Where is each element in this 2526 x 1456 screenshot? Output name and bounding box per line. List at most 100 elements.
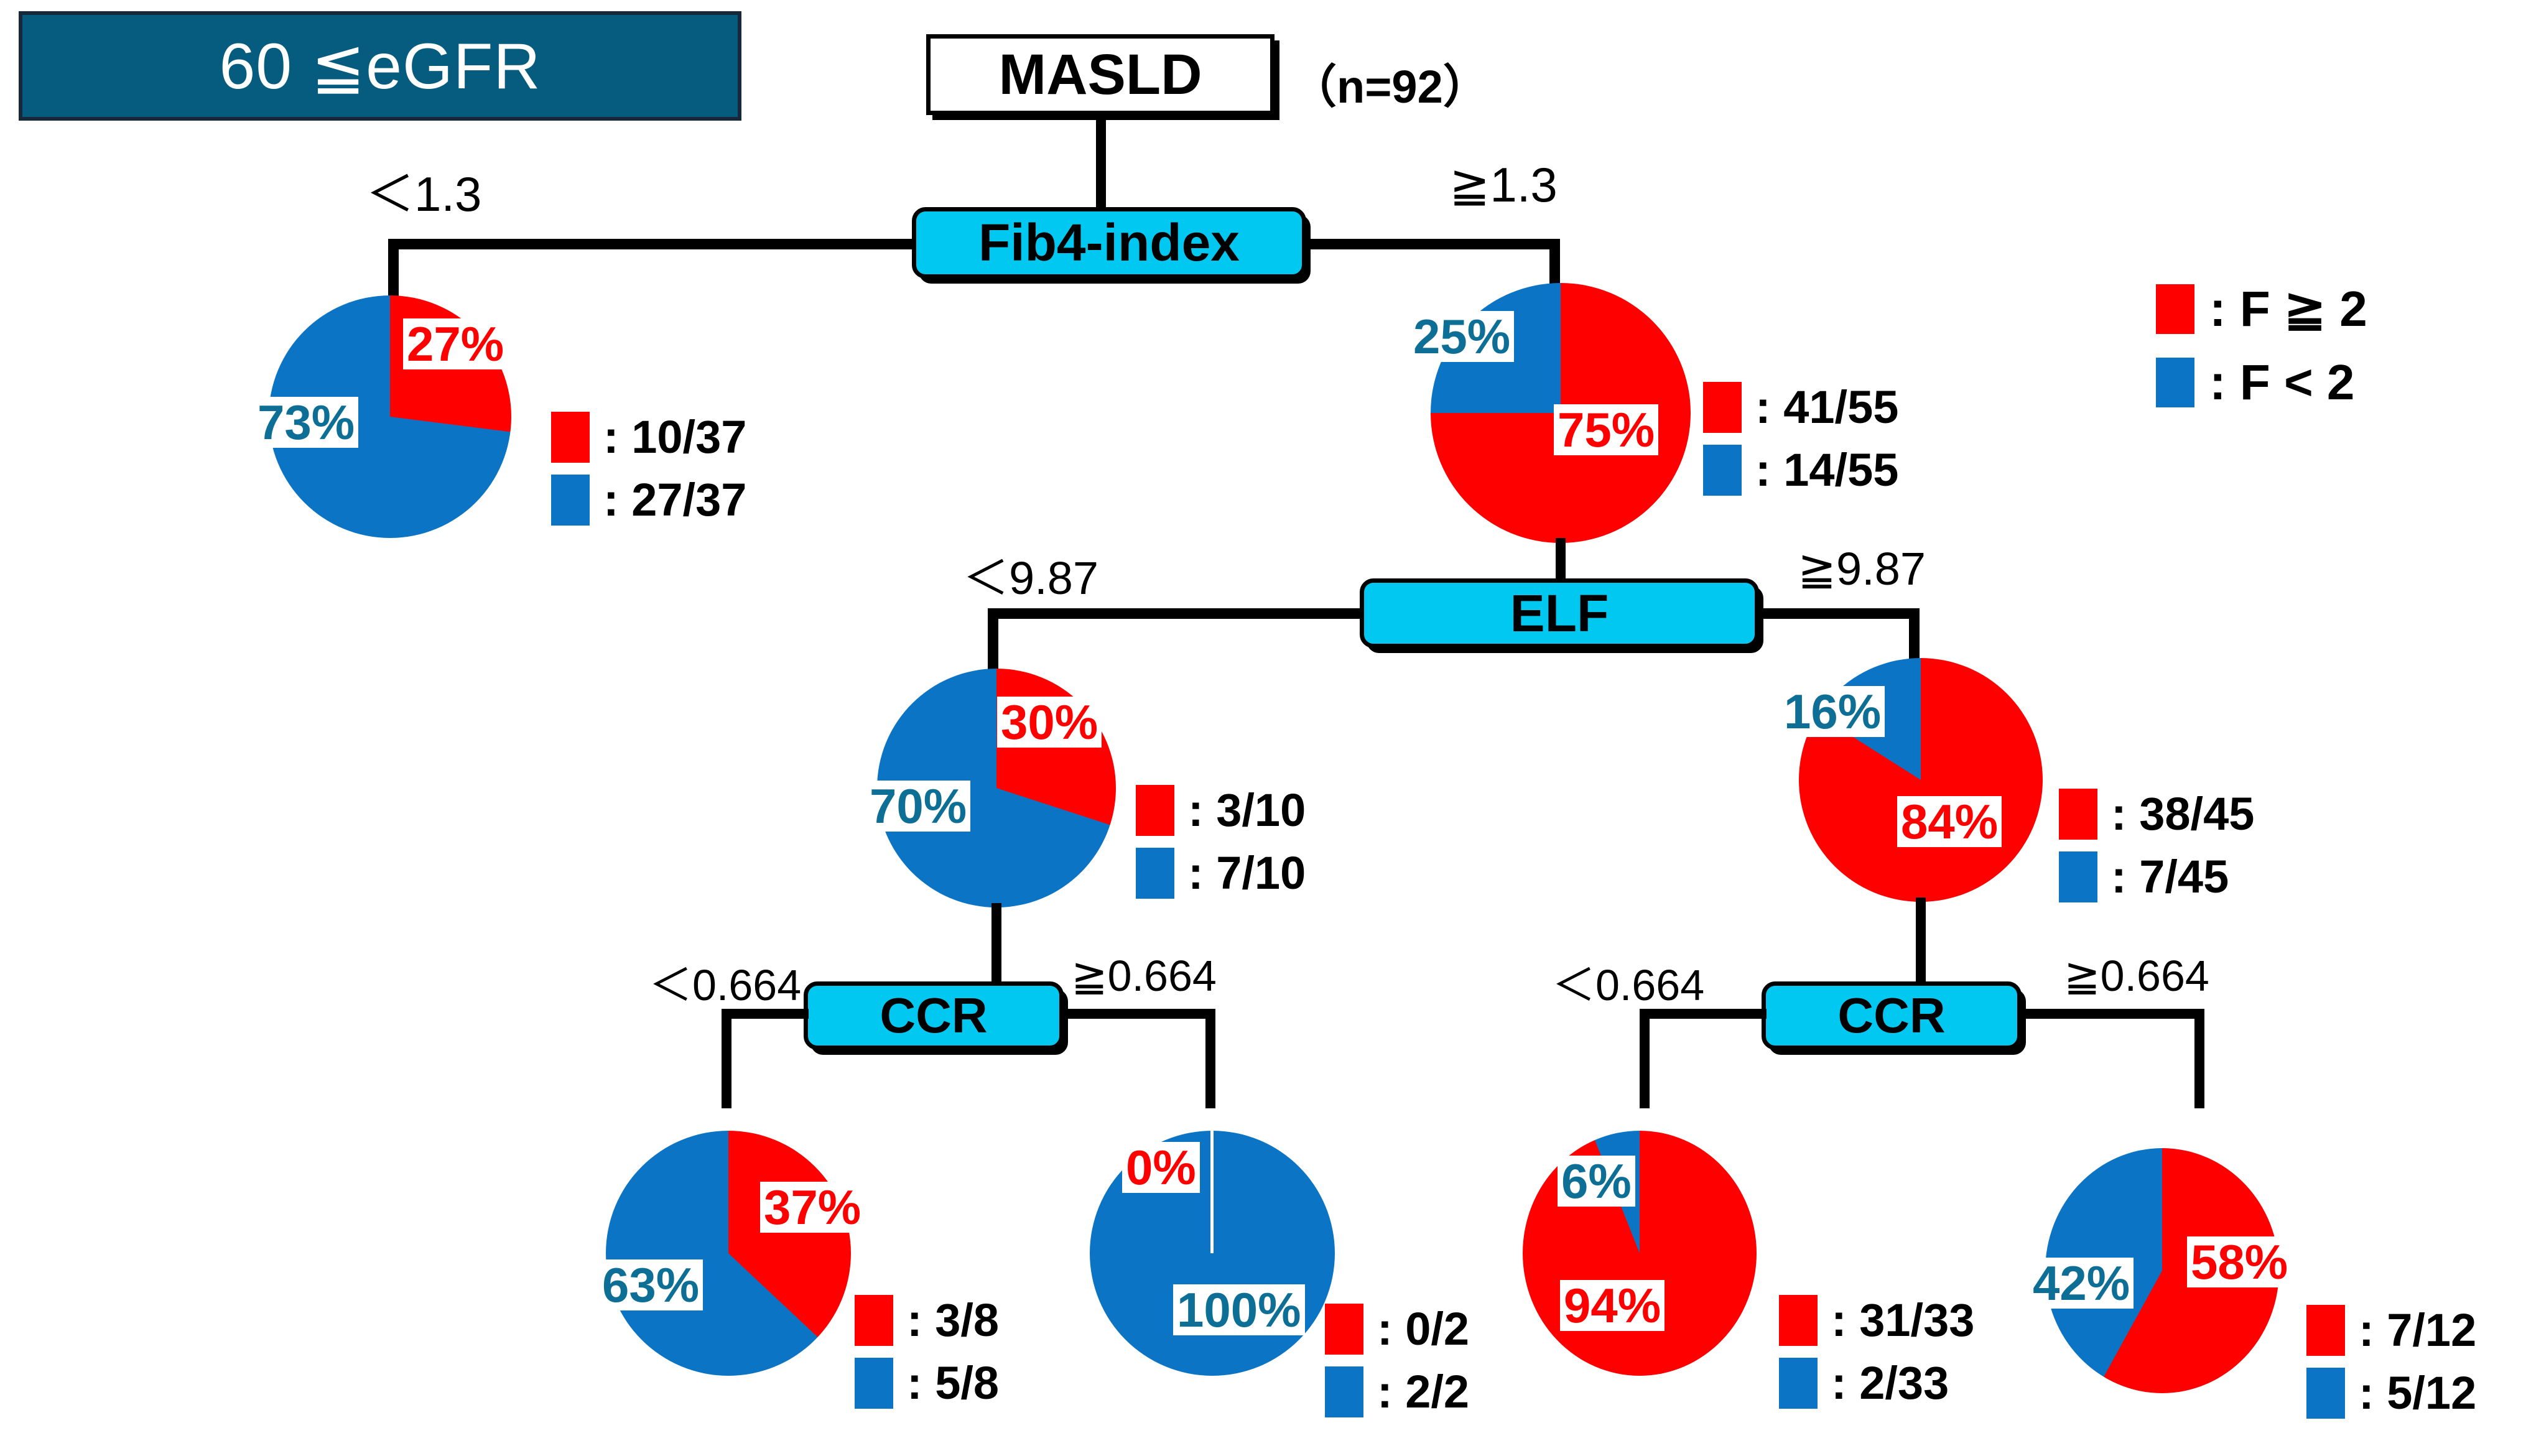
- legend-row: : 14/55: [1703, 443, 1898, 496]
- swatch-blue-icon: [2156, 358, 2194, 407]
- legend-count-red: : 41/55: [1755, 381, 1899, 433]
- legend-row: : 3/8: [855, 1294, 999, 1347]
- edge-elf-drop-left: [988, 608, 998, 670]
- pie-elf-ge987-pct-red: 84%: [1897, 796, 2002, 847]
- pie-fib4-lt13-pct-blue: 73%: [254, 397, 359, 448]
- legend-count-red: : 7/12: [2359, 1304, 2477, 1356]
- node-ccr-right[interactable]: CCR: [1762, 981, 2022, 1050]
- swatch-red-icon: [855, 1294, 893, 1346]
- pie-elf-lt987-legend: : 3/10 : 7/10: [1136, 784, 1306, 909]
- swatch-red-icon: [1703, 381, 1742, 433]
- edge-ccrright-horizontal-left: [1640, 1009, 1767, 1019]
- main-legend-label-f-ge2: : F ≧ 2: [2209, 281, 2367, 336]
- node-masld-label: MASLD: [998, 42, 1202, 106]
- legend-row: : 3/10: [1136, 784, 1306, 837]
- legend-row: : 2/33: [1779, 1356, 1974, 1409]
- pie-ccrleft-ge0664-pct-red: 0%: [1122, 1142, 1200, 1193]
- legend-count-red: : 10/37: [603, 411, 747, 463]
- pie-fib4-lt13-legend: : 10/37 : 27/37: [551, 410, 746, 536]
- pie-ccrleft-lt0664-pct-blue: 63%: [598, 1259, 703, 1310]
- pie-ccrright-ge0664-pct-red: 58%: [2187, 1236, 2292, 1287]
- legend-count-blue: : 7/45: [2111, 851, 2229, 902]
- legend-count-blue: : 27/37: [603, 474, 747, 526]
- edge-ccrleft-drop-left: [722, 1009, 731, 1108]
- legend-row: : 27/37: [551, 473, 746, 526]
- edge-ccrleft-horizontal-left: [722, 1009, 809, 1019]
- edge-fib4-drop-left: [388, 239, 399, 300]
- node-elf-label: ELF: [1510, 583, 1609, 642]
- root-n-label: （n=92）: [1291, 61, 1489, 113]
- edge-fib4-horizontal-right: [1302, 239, 1560, 249]
- edge-ccrright-horizontal-right: [2019, 1009, 2204, 1019]
- legend-row: : 2/2: [1325, 1365, 1469, 1418]
- legend-row: : 38/45: [2059, 787, 2254, 840]
- edge-elf-horizontal-left: [988, 608, 1363, 619]
- pie-ccrright-ge0664-pct-blue: 42%: [2029, 1258, 2134, 1309]
- main-legend-row-f-ge2: : F ≧ 2: [2156, 280, 2367, 338]
- cond-ccrleft-right: ≧0.664: [1071, 952, 1217, 1000]
- legend-count-red: : 3/8: [907, 1294, 1000, 1346]
- legend-count-red: : 0/2: [1377, 1303, 1470, 1355]
- legend-count-red: : 38/45: [2111, 788, 2255, 840]
- legend-count-blue: : 2/33: [1831, 1357, 1949, 1409]
- edge-ccrleft-horizontal-right: [1061, 1009, 1215, 1019]
- swatch-blue-icon: [2306, 1367, 2345, 1419]
- swatch-blue-icon: [855, 1357, 893, 1409]
- pie-fib4-ge13-pct-red: 75%: [1554, 404, 1659, 455]
- pie-fib4-ge13-pct-blue: 25%: [1409, 311, 1515, 362]
- legend-row: : 5/8: [855, 1356, 999, 1409]
- legend-row: : 10/37: [551, 410, 746, 463]
- edge-ccrright-drop-left: [1640, 1009, 1650, 1108]
- pie-ccrleft-ge0664-pct-blue: 100%: [1173, 1284, 1305, 1335]
- cond-elf-left: ＜9.87: [963, 552, 1099, 604]
- pie-ccrright-lt0664-pct-blue: 6%: [1558, 1156, 1635, 1207]
- legend-row: : 7/12: [2306, 1304, 2476, 1356]
- pie-ccrright-ge0664-legend: : 7/12 : 5/12: [2306, 1304, 2476, 1429]
- pie-fib4-lt13-pct-red: 27%: [403, 318, 508, 369]
- legend-count-blue: : 2/2: [1377, 1366, 1470, 1417]
- legend-count-red: : 3/10: [1188, 784, 1306, 836]
- pie-ccrleft-ge0664-legend: : 0/2 : 2/2: [1325, 1302, 1469, 1428]
- title-box: 60 ≦eGFR: [19, 11, 741, 121]
- swatch-red-icon: [2059, 788, 2097, 840]
- pie-elf-lt987-pct-blue: 70%: [866, 781, 971, 832]
- legend-count-blue: : 14/55: [1755, 444, 1899, 496]
- swatch-red-icon: [2156, 284, 2194, 334]
- legend-row: : 7/10: [1136, 846, 1306, 899]
- edge-ccrright-drop-right: [2194, 1009, 2204, 1108]
- node-elf[interactable]: ELF: [1360, 578, 1759, 648]
- swatch-blue-icon: [1703, 444, 1742, 496]
- pie-ccrleft-ge0664-zero-tick: [1210, 1131, 1214, 1253]
- cond-ccrright-right: ≧0.664: [2064, 952, 2209, 1000]
- swatch-red-icon: [551, 411, 590, 463]
- pie-fib4-ge13-legend: : 41/55 : 14/55: [1703, 381, 1898, 506]
- edge-ccrleft-drop-right: [1205, 1009, 1215, 1108]
- node-fib4-index[interactable]: Fib4-index: [912, 207, 1306, 279]
- title-label: 60 ≦eGFR: [219, 30, 541, 103]
- edge-masld-fib4: [1096, 115, 1106, 215]
- legend-count-blue: : 5/12: [2359, 1367, 2477, 1419]
- pie-ccrright-lt0664-legend: : 31/33 : 2/33: [1779, 1294, 1974, 1419]
- edge-fib4-horizontal-left: [388, 239, 916, 249]
- pie-elf-ge987-pct-blue: 16%: [1780, 686, 1885, 737]
- pie-elf-ge987-legend: : 38/45 : 7/45: [2059, 787, 2254, 913]
- legend-count-blue: : 5/8: [907, 1357, 1000, 1409]
- cond-fib4-left: ＜1.3: [366, 167, 482, 221]
- swatch-blue-icon: [1779, 1357, 1818, 1409]
- swatch-red-icon: [1779, 1294, 1818, 1346]
- pie-ccrleft-lt0664: [606, 1131, 851, 1376]
- swatch-blue-icon: [2059, 851, 2097, 902]
- legend-row: : 5/12: [2306, 1366, 2476, 1419]
- main-legend-row-f-lt2: : F < 2: [2156, 354, 2367, 411]
- node-masld[interactable]: MASLD: [926, 34, 1275, 115]
- pie-ccrright-lt0664-pct-red: 94%: [1560, 1280, 1665, 1331]
- pie-ccrleft-lt0664-pct-red: 37%: [760, 1182, 865, 1233]
- pie-ccrleft-lt0664-legend: : 3/8 : 5/8: [855, 1294, 999, 1419]
- cond-fib4-right: ≧1.3: [1449, 157, 1558, 212]
- edge-elf-horizontal-right: [1755, 608, 1920, 619]
- pie-elf-lt987-pct-red: 30%: [997, 697, 1102, 748]
- edge-pie4-ccrright: [1916, 897, 1926, 985]
- node-ccr-left[interactable]: CCR: [804, 981, 1064, 1050]
- swatch-blue-icon: [1325, 1366, 1363, 1417]
